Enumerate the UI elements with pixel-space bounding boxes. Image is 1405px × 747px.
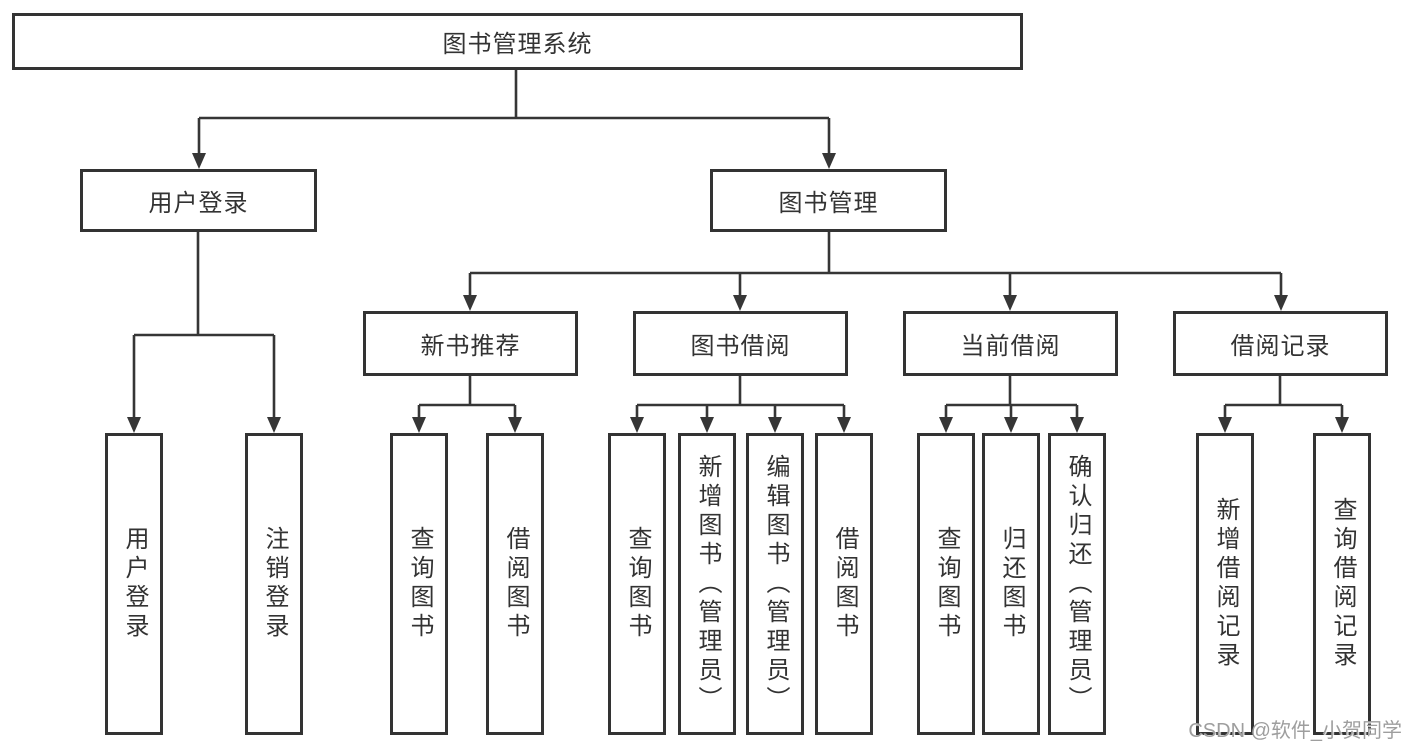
leaf-logout: 注销登录 [245,433,303,735]
leaf-add-borrow-record-label: 新增借阅记录 [1212,497,1239,671]
node-book-management: 图书管理 [710,169,947,232]
leaf-confirm-return-admin-label: 确认归还（管理员） [1064,453,1091,715]
node-book-management-label: 图书管理 [778,190,879,217]
node-user-login-label: 用户登录 [148,190,249,217]
node-current-borrowing: 当前借阅 [903,311,1118,376]
leaf-query-borrow-record: 查询借阅记录 [1313,433,1371,735]
node-book-borrowing-label: 图书借阅 [690,333,791,360]
leaf-user-login: 用户登录 [105,433,163,735]
node-new-book-recommend-label: 新书推荐 [420,333,521,360]
leaf-query-books-borrowing-label: 查询图书 [624,526,651,642]
leaf-add-books-admin: 新增图书（管理员） [678,433,736,735]
leaf-query-books-recommend: 查询图书 [390,433,448,735]
node-borrowing-records-label: 借阅记录 [1230,333,1331,360]
leaf-borrow-books-recommend: 借阅图书 [486,433,544,735]
leaf-borrow-books-borrowing: 借阅图书 [815,433,873,735]
csdn-watermark: CSDN @软件_小贺同学 [1188,720,1402,742]
node-root: 图书管理系统 [12,13,1023,70]
leaf-borrow-books-recommend-label: 借阅图书 [502,526,529,642]
leaf-query-books-borrowing: 查询图书 [608,433,666,735]
node-user-login: 用户登录 [80,169,317,232]
node-new-book-recommend: 新书推荐 [363,311,578,376]
leaf-query-books-recommend-label: 查询图书 [406,526,433,642]
leaf-edit-books-admin: 编辑图书（管理员） [746,433,804,735]
leaf-edit-books-admin-label: 编辑图书（管理员） [762,453,789,715]
leaf-confirm-return-admin: 确认归还（管理员） [1048,433,1106,735]
leaf-query-books-current: 查询图书 [917,433,975,735]
leaf-logout-label: 注销登录 [261,526,288,642]
leaf-return-books-label: 归还图书 [998,526,1025,642]
node-borrowing-records: 借阅记录 [1173,311,1388,376]
leaf-query-borrow-record-label: 查询借阅记录 [1329,497,1356,671]
leaf-user-login-label: 用户登录 [121,526,148,642]
leaf-query-books-current-label: 查询图书 [933,526,960,642]
leaf-add-borrow-record: 新增借阅记录 [1196,433,1254,735]
node-root-label: 图书管理系统 [442,31,593,58]
node-book-borrowing: 图书借阅 [633,311,848,376]
leaf-borrow-books-borrowing-label: 借阅图书 [831,526,858,642]
node-current-borrowing-label: 当前借阅 [960,333,1061,360]
leaf-return-books: 归还图书 [982,433,1040,735]
leaf-add-books-admin-label: 新增图书（管理员） [694,453,721,715]
